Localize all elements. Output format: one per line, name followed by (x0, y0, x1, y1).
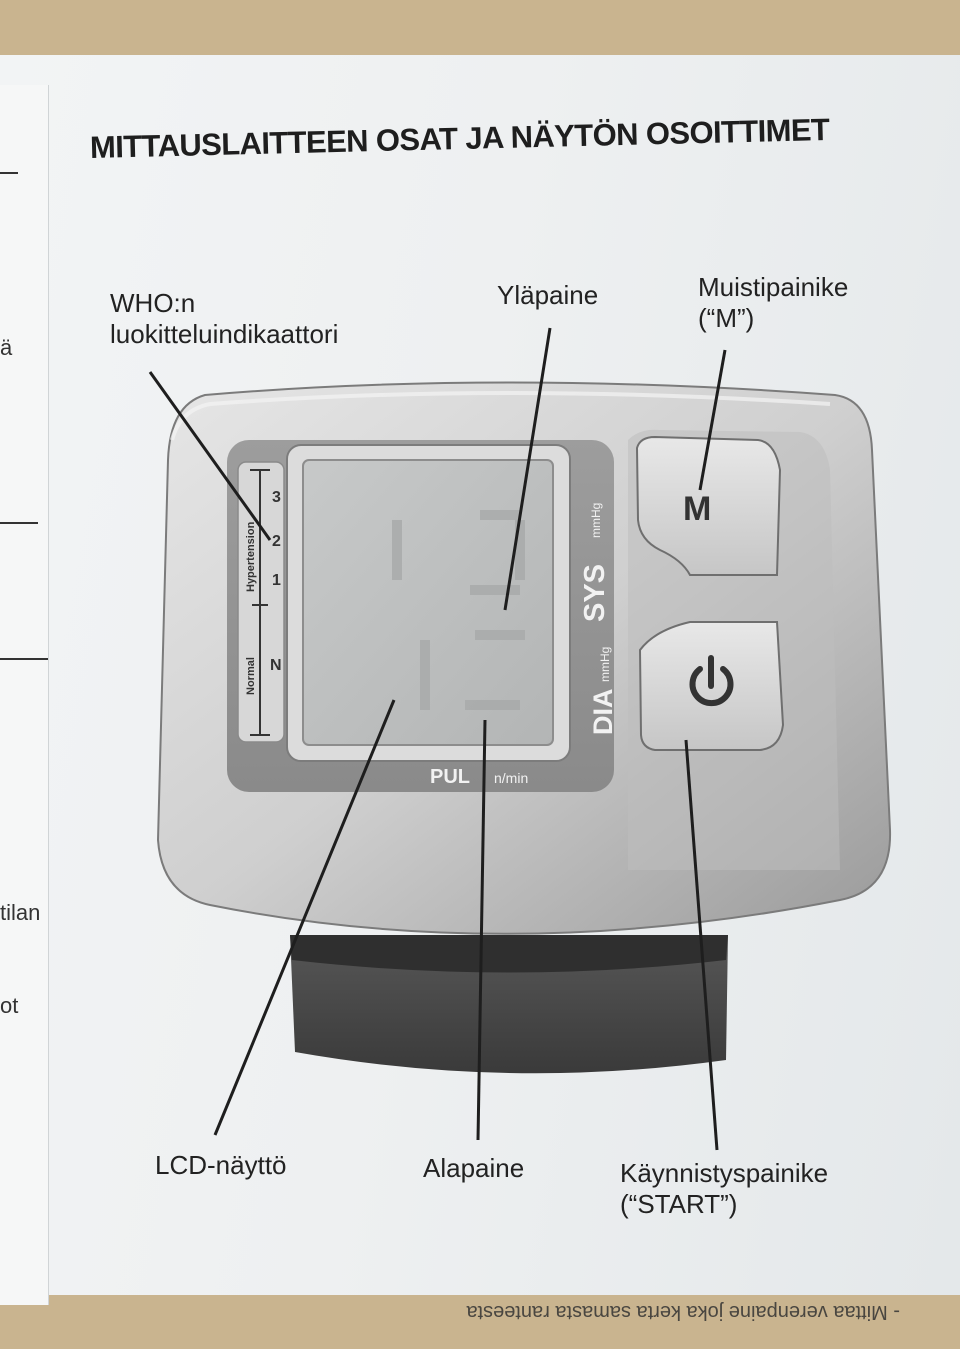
leader-lcd (213, 699, 396, 1136)
memory-button-label: M (683, 490, 711, 528)
wrist-cuff (290, 935, 728, 1074)
scale-label-hypertension: Hypertension (245, 521, 257, 592)
pul-label: PUL (430, 766, 470, 788)
label-start-line2: (“START”) (620, 1189, 738, 1219)
label-diastolic: Alapaine (423, 1153, 525, 1183)
label-who-indicator: WHO:n luokitteluindikaattori (110, 288, 338, 350)
leader-diastolic (476, 719, 487, 1141)
label-start-line1: Käynnistyspainike (620, 1158, 829, 1188)
button-panel: M (628, 429, 840, 870)
label-memory-line2: (“M”) (698, 303, 755, 333)
scale-number: 2 (272, 533, 281, 550)
leader-start (684, 739, 719, 1151)
scale-number: 1 (272, 572, 281, 589)
left-page-fragment: ä (0, 335, 13, 360)
label-memory-line1: Muistipainike (698, 272, 849, 302)
dia-label: DIA (588, 689, 618, 736)
left-page-rule (0, 658, 48, 660)
label-lcd: LCD-näyttö (155, 1150, 287, 1180)
display-panel: 3 2 1 N Hypertension Normal SYS mmHg DIA… (227, 440, 618, 792)
scale-number: 3 (272, 489, 281, 506)
dia-unit: mmHg (598, 647, 612, 682)
label-who-line2: luokitteluindikaattori (110, 319, 339, 349)
memory-button (635, 435, 782, 576)
label-who-line1: WHO:n (110, 288, 196, 318)
label-start-button: Käynnistyspainike (“START”) (620, 1158, 828, 1220)
left-page-fragment: ot (0, 993, 19, 1018)
power-icon (689, 655, 734, 707)
scale-number: N (270, 657, 282, 674)
sys-label: SYS (579, 564, 611, 622)
leader-lines (148, 327, 727, 1151)
label-memory-button: Muistipainike (“M”) (698, 272, 848, 334)
leader-who (148, 371, 272, 541)
leader-memory (698, 349, 727, 491)
left-page-rule (0, 172, 18, 174)
pul-unit: n/min (494, 770, 528, 786)
scale-label-normal: Normal (245, 657, 257, 695)
mirrored-next-page-text: - Mittaa verenpaine joka kerta samasta r… (466, 1301, 900, 1323)
sys-unit: mmHg (589, 503, 603, 538)
leader-systolic (503, 327, 552, 611)
left-page-edge (0, 85, 49, 1305)
lcd-screen (302, 459, 554, 746)
left-page-fragment: tilan (0, 900, 41, 925)
label-systolic: Yläpaine (497, 280, 599, 310)
left-page-rule (0, 522, 38, 524)
lcd-ghost-digits (392, 510, 525, 710)
